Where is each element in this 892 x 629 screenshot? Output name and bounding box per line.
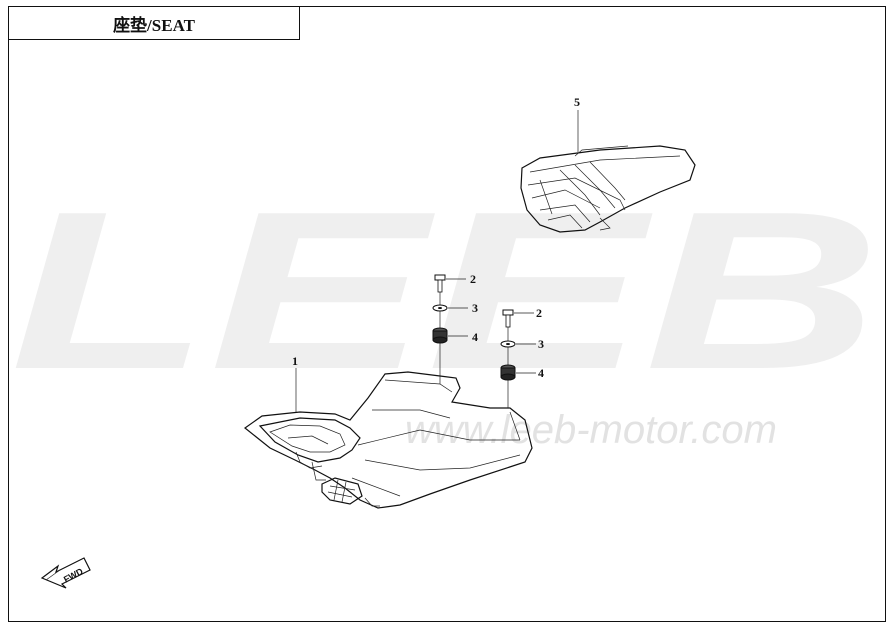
watermark-url: www.leeb-motor.com	[405, 408, 777, 452]
watermark: LEEB www.leeb-motor.com	[10, 164, 880, 452]
hardware-stack-b	[500, 309, 536, 408]
callout-3-b: 3	[538, 337, 544, 351]
drawing-frame	[8, 6, 886, 622]
rear-seat-cowl	[520, 145, 696, 233]
hardware-stack-a	[432, 274, 468, 384]
callout-4-b: 4	[538, 366, 544, 380]
callout-3-a: 3	[472, 301, 478, 315]
watermark-letters: LEEB	[10, 164, 880, 416]
callout-4-a: 4	[472, 330, 478, 344]
callout-2-a: 2	[470, 272, 476, 286]
rubber-damper-b	[500, 364, 516, 381]
bolt-a	[434, 274, 446, 281]
fwd-arrow-icon: FWD	[40, 557, 91, 589]
callout-5: 5	[574, 95, 580, 109]
rubber-damper-a	[432, 327, 448, 344]
diagram-title: 座垫/SEAT	[113, 15, 195, 35]
callout-2-b: 2	[536, 306, 542, 320]
bolt-b	[502, 309, 514, 316]
callout-1: 1	[292, 354, 298, 368]
title-box: 座垫/SEAT	[8, 6, 300, 40]
